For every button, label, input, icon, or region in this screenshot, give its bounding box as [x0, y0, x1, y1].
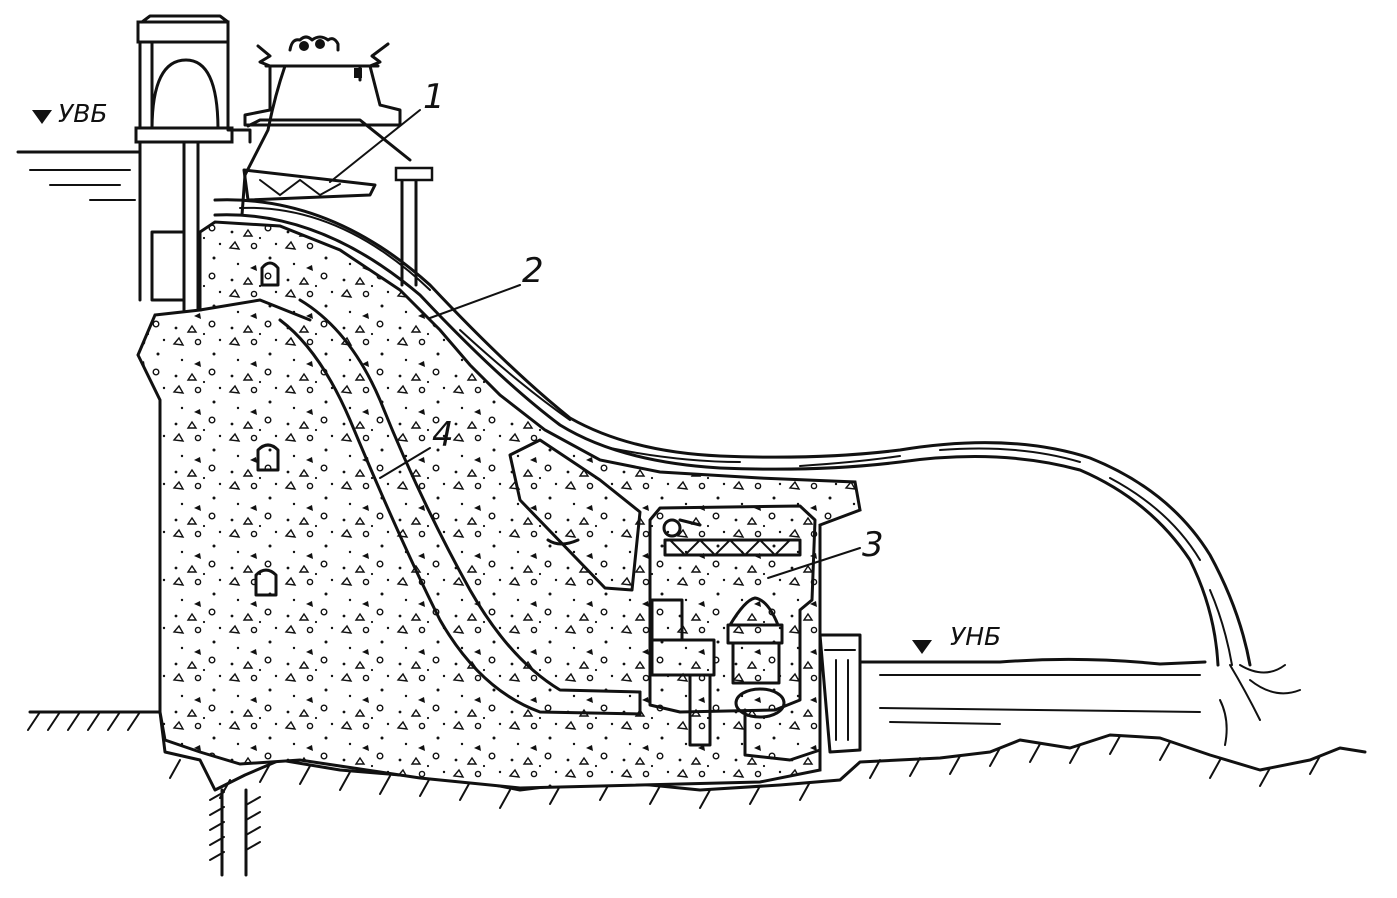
- ground-hatching: [27, 711, 1321, 809]
- upstream-reservoir: УВБ: [16, 99, 142, 201]
- inner-cavity: [508, 438, 642, 592]
- downstream-level-label: УНБ: [950, 622, 1001, 651]
- penstock-conduit: [278, 298, 642, 716]
- upstream-level-marker-icon: [32, 110, 52, 124]
- inspection-galleries: [254, 261, 280, 597]
- dam-concrete-body: [136, 220, 862, 790]
- dam-lower-block-outline: [198, 298, 312, 322]
- spillway-chute-flow: [213, 198, 1301, 746]
- foundation-ground: [27, 710, 1367, 877]
- callout-4-label: 4: [432, 415, 454, 455]
- downstream-level-marker-icon: [912, 640, 932, 654]
- callout-3-label: 3: [862, 525, 884, 565]
- powerhouse: [648, 504, 862, 762]
- spillway-gate-hoist: [240, 35, 434, 287]
- upstream-level-label: УВБ: [58, 99, 108, 128]
- callout-1-label: 1: [423, 77, 445, 117]
- cavity-gate-icon: [546, 538, 580, 546]
- tailwater: УНБ: [858, 622, 1207, 725]
- callout-leaders: [329, 109, 861, 579]
- intake-tower: [134, 14, 252, 312]
- callout-2-label: 2: [522, 251, 544, 291]
